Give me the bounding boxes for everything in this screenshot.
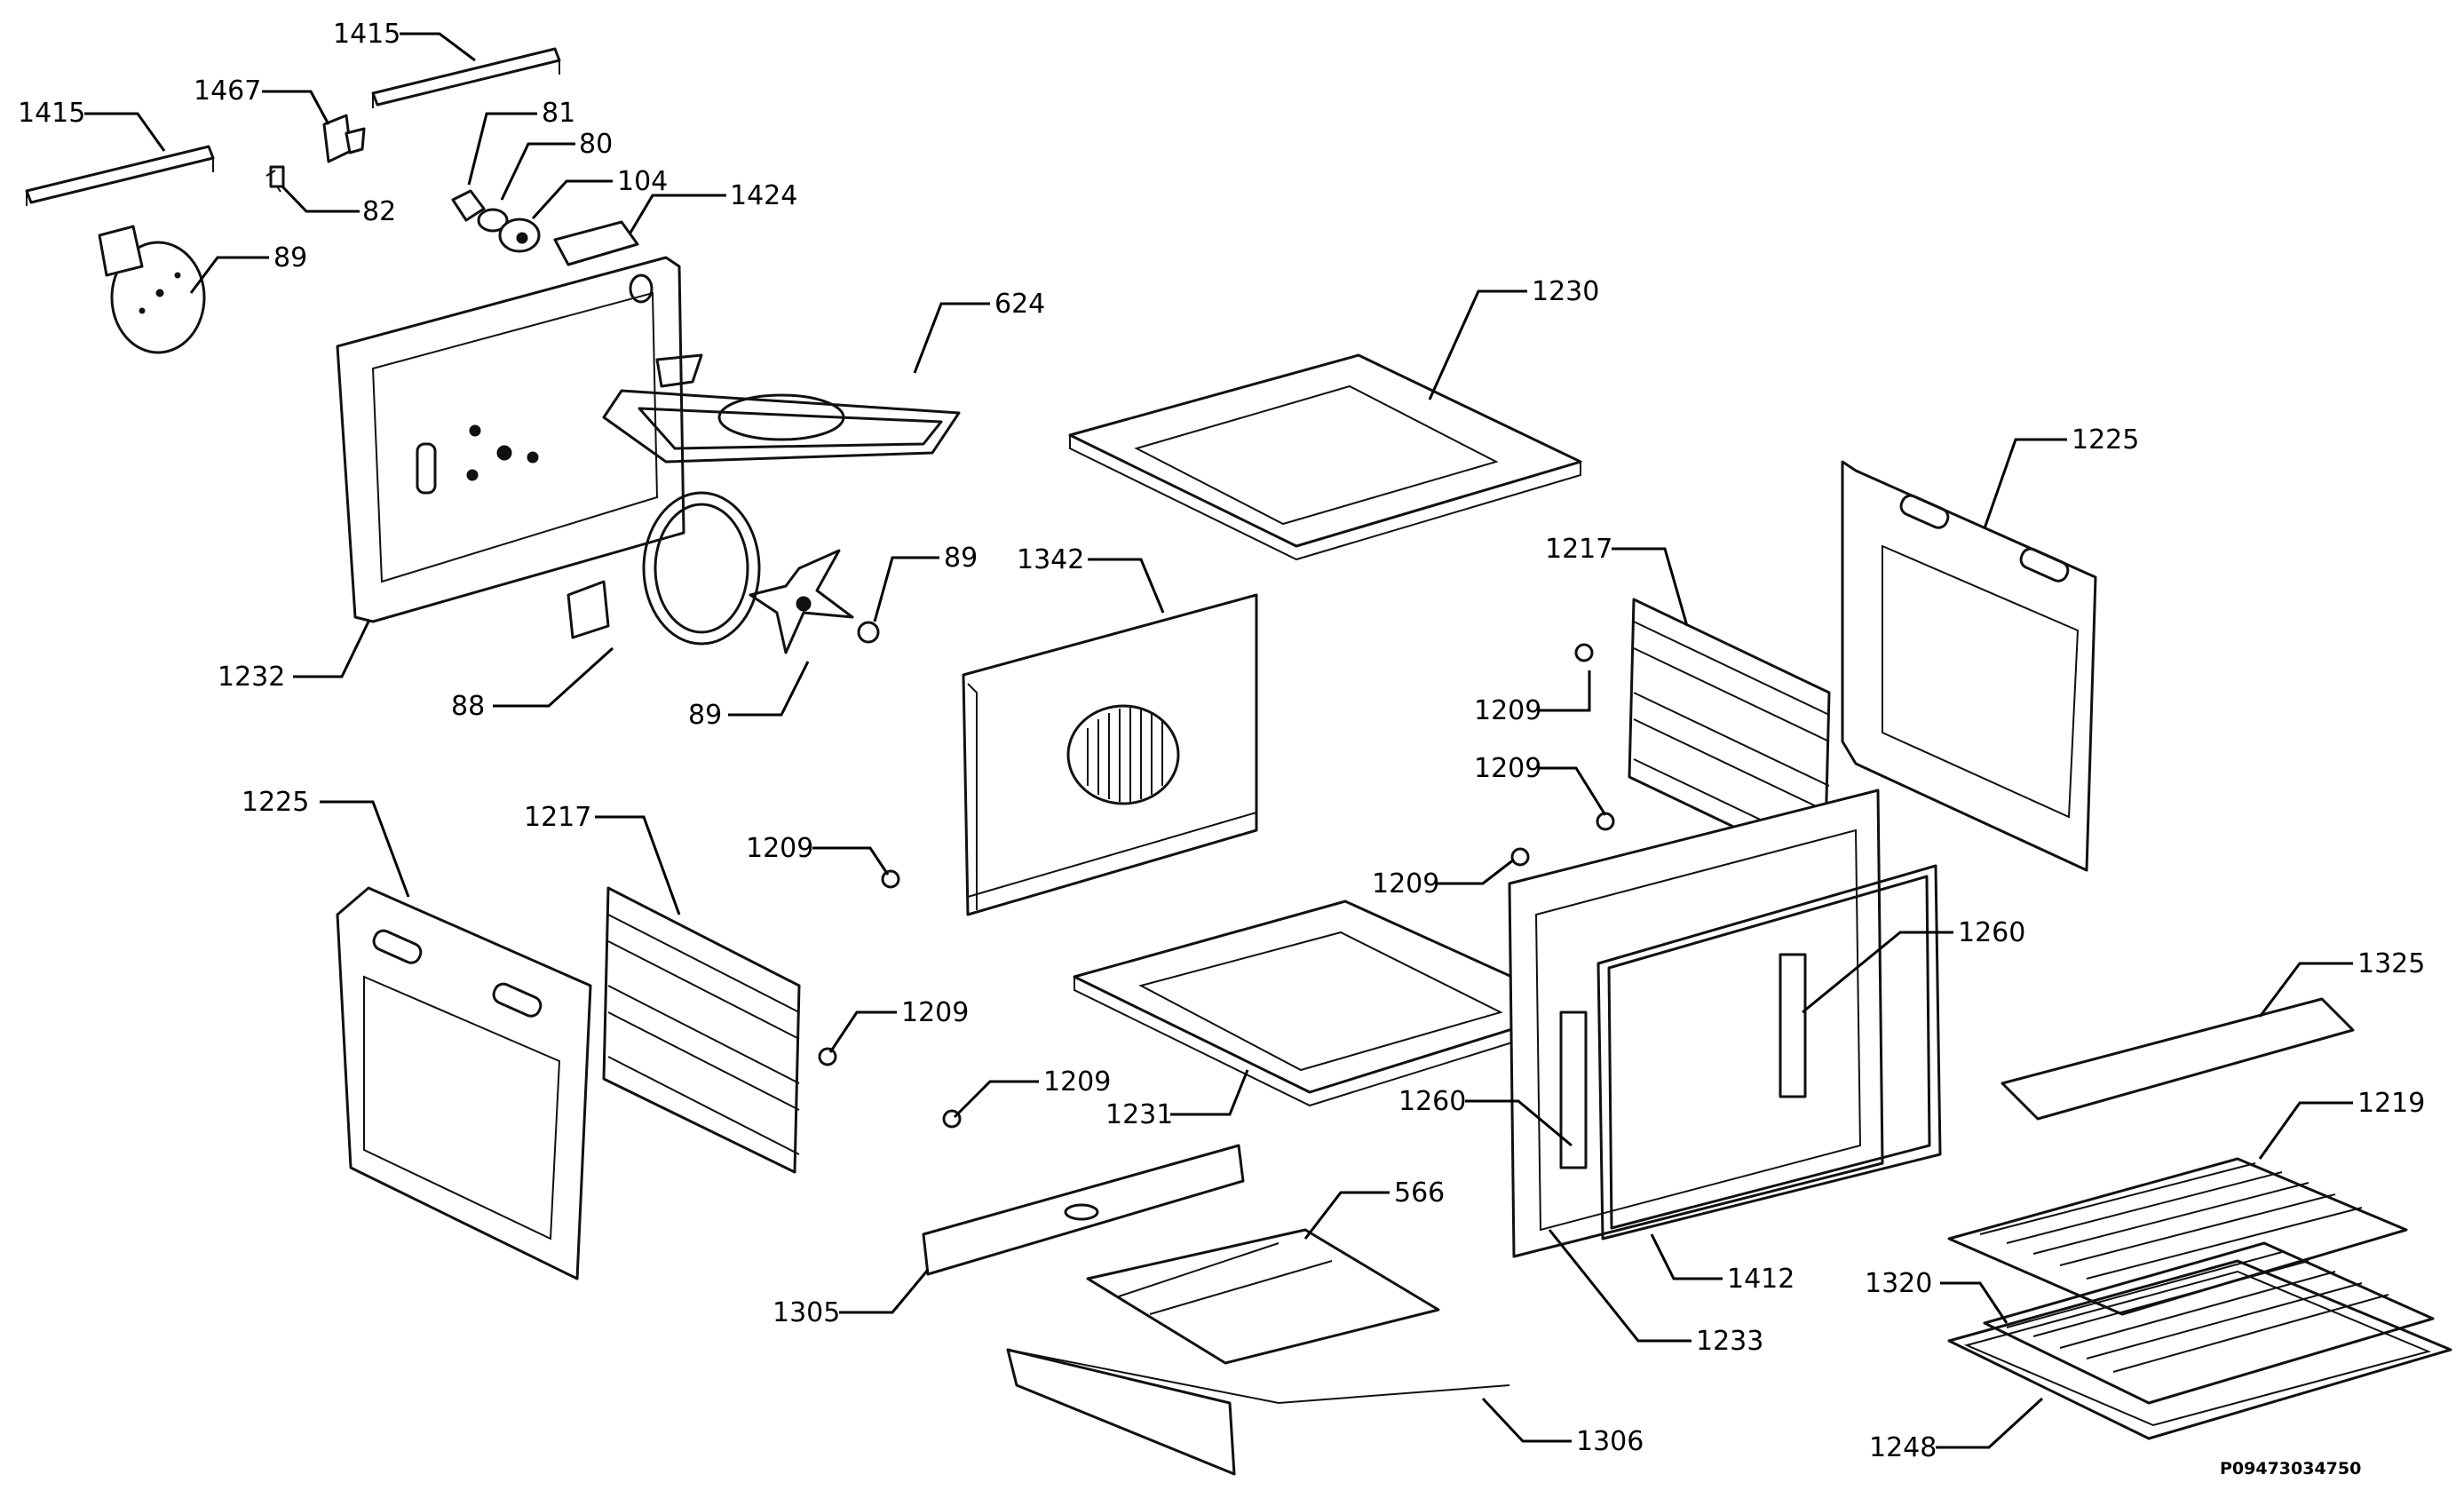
part-566-lower-element <box>1086 1228 1440 1365</box>
part-1325-deflector <box>2001 997 2355 1121</box>
part-1306-lower-panel <box>1006 1348 1510 1476</box>
label-1209-b: 1209 <box>1474 753 1541 784</box>
label-1305: 1305 <box>772 1297 840 1328</box>
part-89-fan-blade <box>749 549 854 654</box>
part-1219-wire-shelf <box>1947 1157 2408 1316</box>
label-89-fan: 89 <box>688 700 722 731</box>
label-1233: 1233 <box>1696 1326 1763 1357</box>
label-1320: 1320 <box>1865 1268 1932 1299</box>
label-1209-d: 1209 <box>1372 868 1439 900</box>
label-1412: 1412 <box>1727 1264 1795 1295</box>
label-81: 81 <box>542 98 575 129</box>
part-1231-bottom-panel <box>1073 900 1582 1107</box>
part-1415-right-bar <box>371 47 561 108</box>
label-1342: 1342 <box>1017 544 1084 575</box>
label-82: 82 <box>362 196 396 227</box>
part-1230-top-panel <box>1068 353 1582 561</box>
label-1415-right: 1415 <box>333 19 400 50</box>
label-1231: 1231 <box>1105 1099 1173 1130</box>
reference-code: P09473034750 <box>2220 1459 2361 1478</box>
fan-grille-slots <box>1087 707 1163 802</box>
label-89-motor: 89 <box>273 242 307 273</box>
part-89-nut <box>857 621 880 644</box>
part-89-fan-motor <box>98 225 206 354</box>
part-1232-back-panel <box>336 256 685 623</box>
label-1219: 1219 <box>2357 1088 2425 1119</box>
label-1260-left: 1260 <box>1398 1086 1466 1117</box>
label-1217-left: 1217 <box>524 802 591 833</box>
part-1225-right-side-panel <box>1841 460 2097 872</box>
part-1225-left-side-panel <box>336 886 592 1280</box>
part-1209-screws <box>818 643 1615 1129</box>
label-1306: 1306 <box>1576 1426 1644 1457</box>
part-1248-tray <box>1947 1259 2452 1440</box>
label-1217-right: 1217 <box>1545 534 1612 565</box>
label-1225-right: 1225 <box>2072 424 2139 456</box>
label-88: 88 <box>451 691 485 722</box>
label-1415-left: 1415 <box>18 98 85 129</box>
part-1217-left-shelf-support <box>602 886 801 1174</box>
part-1260-hinge-left <box>1559 1011 1588 1169</box>
label-89-nut: 89 <box>944 543 978 574</box>
label-1209-e: 1209 <box>901 997 969 1028</box>
part-1412-door-seal <box>1596 864 1942 1240</box>
label-1248: 1248 <box>1869 1432 1937 1463</box>
label-1232: 1232 <box>218 662 285 693</box>
part-1260-hinge-right <box>1779 953 1807 1098</box>
label-1230: 1230 <box>1532 276 1599 307</box>
part-1342-back-baffle <box>962 593 1258 916</box>
leader-lines <box>84 32 2353 1449</box>
part-1320-grid <box>1983 1241 2435 1405</box>
part-1415-left-bar <box>25 145 215 206</box>
part-624-grill-element <box>602 353 961 464</box>
label-624: 624 <box>994 289 1045 320</box>
part-1305-rail <box>922 1144 1245 1276</box>
label-1260-right: 1260 <box>1958 917 2025 948</box>
label-1225-left: 1225 <box>242 787 309 818</box>
label-104: 104 <box>617 166 668 197</box>
part-1467-bracket <box>322 114 366 163</box>
label-1325: 1325 <box>2357 948 2425 979</box>
part-labels: 1415 1415 1467 81 80 104 1424 82 89 624 … <box>18 19 2425 1478</box>
part-81-80-104-lamp <box>451 189 541 253</box>
part-88-ring-element <box>566 491 761 646</box>
part-1424-cover <box>553 220 639 266</box>
label-1209-a: 1209 <box>1474 695 1541 726</box>
label-1209-f: 1209 <box>1043 1066 1111 1098</box>
label-1424: 1424 <box>730 180 797 211</box>
part-82-switch <box>265 165 285 193</box>
label-1209-c: 1209 <box>746 833 813 864</box>
label-566: 566 <box>1394 1177 1445 1209</box>
label-1467: 1467 <box>194 75 261 107</box>
label-80: 80 <box>579 129 613 160</box>
